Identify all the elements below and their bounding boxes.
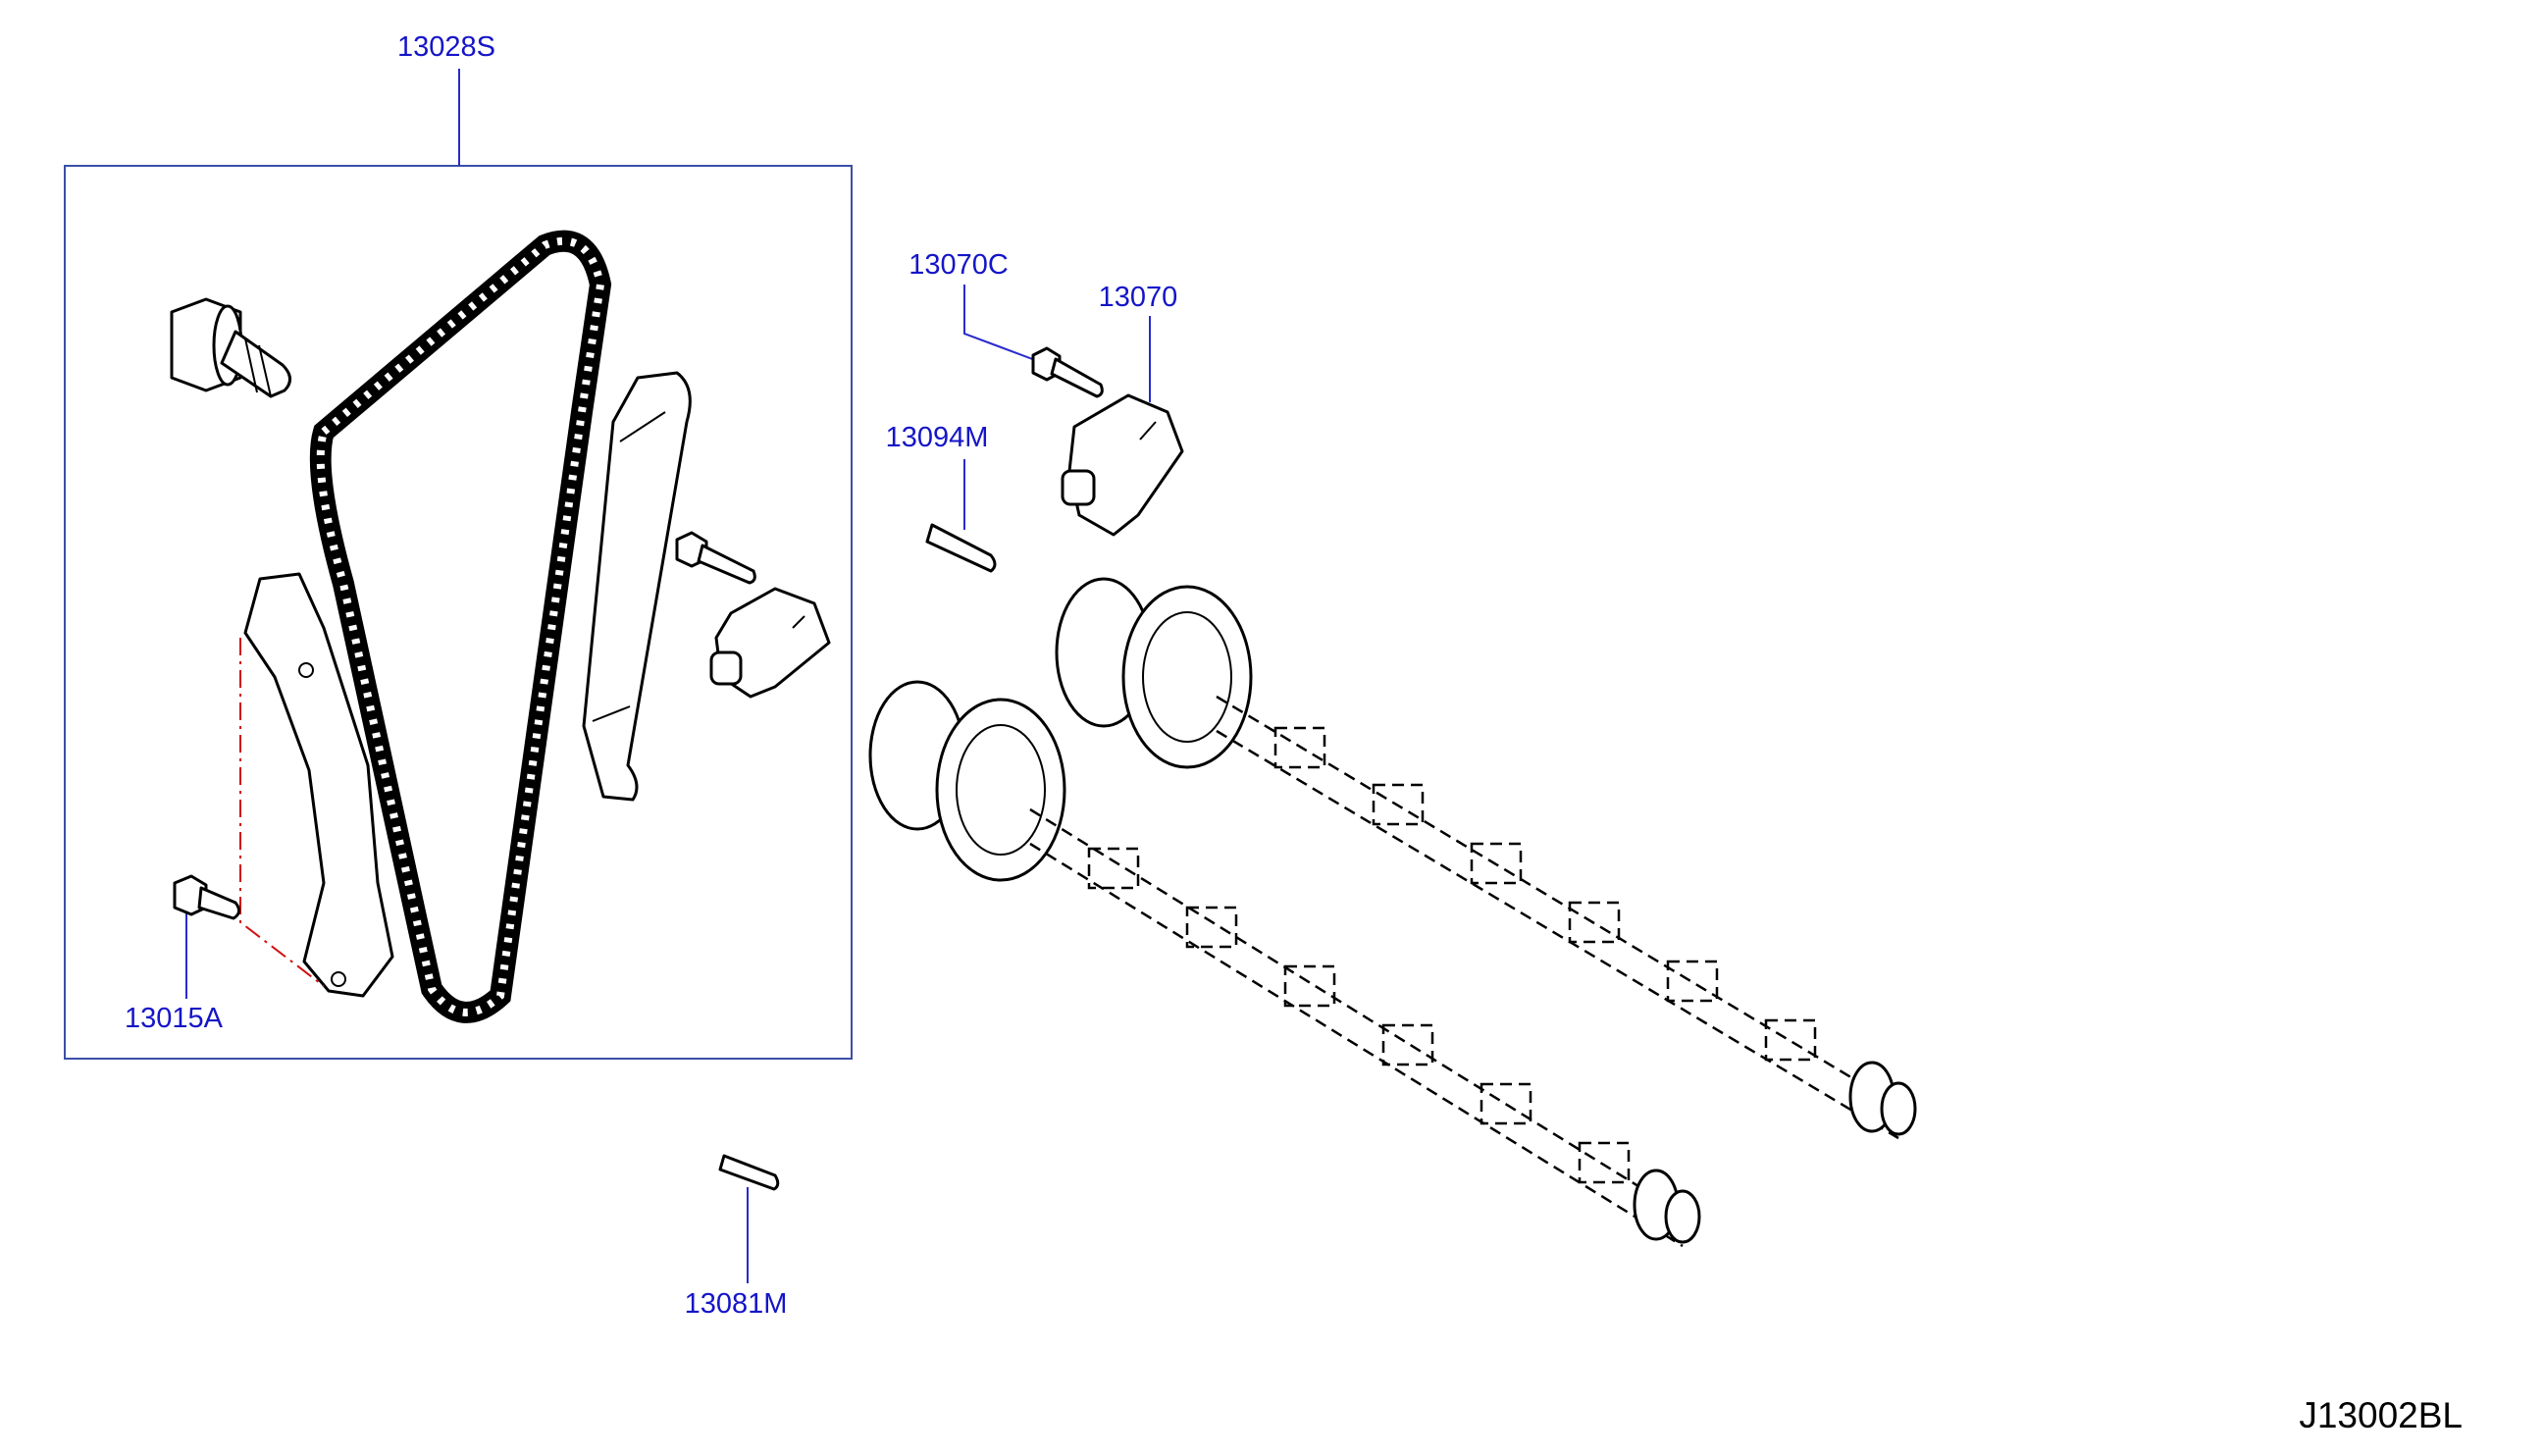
timing-chain-icon: [309, 230, 612, 1023]
label-13094m[interactable]: 13094M: [886, 422, 989, 453]
dowel-pin-upper-icon: [925, 523, 997, 573]
dowel-pin-lower-icon: [718, 1154, 780, 1191]
camshaft-upper-icon: [1055, 577, 1917, 1140]
sprocket-bolt-icon: [170, 297, 291, 398]
label-13070c[interactable]: 13070C: [909, 249, 1009, 281]
label-13081m[interactable]: 13081M: [685, 1288, 788, 1320]
leader-lines: [185, 69, 1151, 1283]
diagram-id: J13002BL: [2299, 1395, 2463, 1435]
chain-guide-right-icon: [582, 371, 692, 802]
label-13070[interactable]: 13070: [1099, 282, 1178, 313]
label-13028s[interactable]: 13028S: [397, 31, 495, 63]
chain-tensioner-inner-icon: [709, 587, 831, 699]
tensioner-bolt-icon: [1031, 346, 1104, 398]
camshaft-lower-icon: [868, 680, 1701, 1248]
tensioner-arm-icon: [239, 572, 394, 998]
label-13015a[interactable]: 13015A: [125, 1003, 224, 1034]
tensioner-bolt-inner-icon: [675, 531, 756, 585]
guide-bolt-icon: [173, 874, 240, 920]
chain-tensioner-icon: [1061, 393, 1184, 537]
